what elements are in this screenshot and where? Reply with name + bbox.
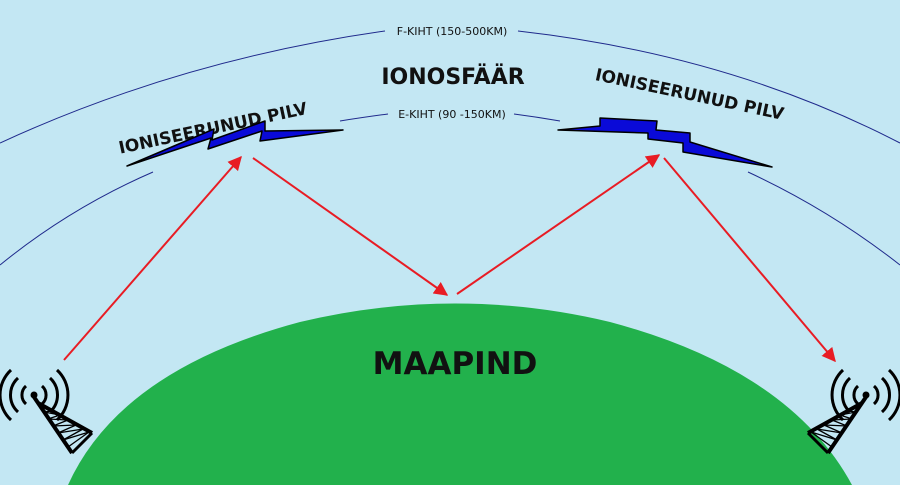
ground-label: MAAPIND: [373, 346, 538, 382]
ionosphere-title: IONOSFÄÄR: [381, 64, 524, 90]
f-layer-label: F-KIHT (150-500KM): [397, 25, 508, 38]
e-layer-arc-left: [0, 171, 154, 266]
f-layer-arc-left: [0, 30, 386, 144]
signal-arrow: [252, 157, 449, 296]
e-layer-label: E-KIHT (90 -150KM): [398, 108, 506, 121]
signal-arrow: [63, 155, 242, 361]
signal-arrow: [456, 154, 661, 295]
e-layer-arc-center-right: [513, 113, 561, 122]
ground-dome: [68, 303, 852, 485]
radio-tower-icon: [0, 368, 94, 455]
f-layer-arc-right: [517, 30, 900, 144]
e-layer-arc-right: [747, 171, 900, 266]
ionized-cloud-icon: [126, 120, 344, 167]
ionized-cloud-icon: [557, 117, 773, 168]
e-layer-arc-center-left: [339, 113, 389, 122]
signal-arrow: [663, 157, 836, 363]
